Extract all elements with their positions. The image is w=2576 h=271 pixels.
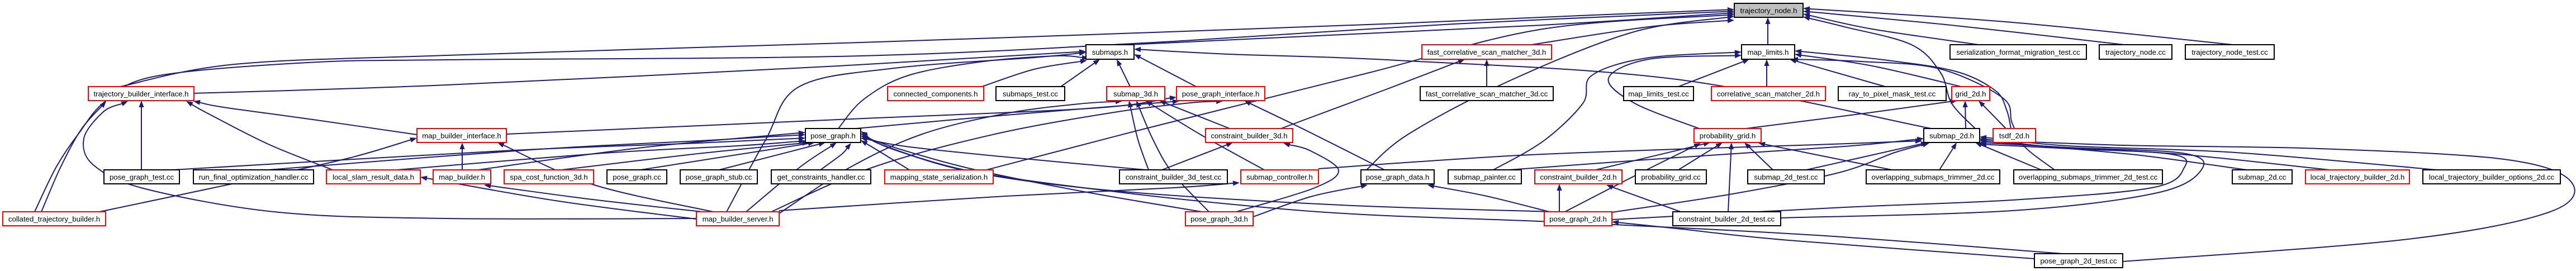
svg-text:map_limits_test.cc: map_limits_test.cc bbox=[1628, 89, 1689, 98]
svg-text:map_limits.h: map_limits.h bbox=[1747, 48, 1789, 56]
svg-text:pose_graph_data.h: pose_graph_data.h bbox=[1366, 173, 1430, 181]
svg-text:run_final_optimization_handler: run_final_optimization_handler.cc bbox=[199, 173, 309, 181]
svg-text:trajectory_node.cc: trajectory_node.cc bbox=[2105, 48, 2166, 56]
svg-text:constraint_builder_2d_test.cc: constraint_builder_2d_test.cc bbox=[1679, 215, 1775, 223]
svg-text:correlative_scan_matcher_2d.h: correlative_scan_matcher_2d.h bbox=[1717, 89, 1820, 98]
svg-text:pose_graph.h: pose_graph.h bbox=[810, 131, 856, 140]
svg-text:submaps_test.cc: submaps_test.cc bbox=[1003, 89, 1058, 98]
svg-text:serialization_format_migration: serialization_format_migration_test.cc bbox=[1956, 48, 2080, 56]
svg-text:pose_graph_2d_test.cc: pose_graph_2d_test.cc bbox=[2040, 256, 2117, 265]
svg-text:submaps.h: submaps.h bbox=[1092, 48, 1128, 56]
svg-text:pose_graph.cc: pose_graph.cc bbox=[613, 173, 661, 181]
svg-text:constraint_builder_2d.h: constraint_builder_2d.h bbox=[1540, 173, 1616, 181]
svg-text:submap_2d.cc: submap_2d.cc bbox=[2238, 173, 2286, 181]
svg-text:local_slam_result_data.h: local_slam_result_data.h bbox=[333, 173, 414, 181]
svg-text:collated_trajectory_builder.h: collated_trajectory_builder.h bbox=[8, 215, 100, 223]
svg-text:map_builder_server.h: map_builder_server.h bbox=[703, 215, 774, 223]
svg-text:trajectory_builder_interface.h: trajectory_builder_interface.h bbox=[93, 89, 188, 98]
svg-text:map_builder.h: map_builder.h bbox=[439, 173, 485, 181]
svg-text:trajectory_node.h: trajectory_node.h bbox=[1740, 6, 1797, 15]
svg-text:ray_to_pixel_mask_test.cc: ray_to_pixel_mask_test.cc bbox=[1849, 89, 1936, 98]
svg-text:constraint_builder_3d.h: constraint_builder_3d.h bbox=[1211, 131, 1287, 140]
svg-text:grid_2d.h: grid_2d.h bbox=[1956, 89, 1986, 98]
svg-text:pose_graph_stub.cc: pose_graph_stub.cc bbox=[686, 173, 752, 181]
svg-text:probability_grid.h: probability_grid.h bbox=[1700, 131, 1756, 140]
svg-text:fast_correlative_scan_matcher_: fast_correlative_scan_matcher_3d.cc bbox=[1426, 89, 1548, 98]
svg-text:submap_controller.h: submap_controller.h bbox=[1246, 173, 1313, 181]
svg-text:overlapping_submaps_trimmer_2d: overlapping_submaps_trimmer_2d_test.cc bbox=[2019, 173, 2158, 181]
svg-text:submap_2d_test.cc: submap_2d_test.cc bbox=[1754, 173, 1818, 181]
svg-text:constraint_builder_3d_test.cc: constraint_builder_3d_test.cc bbox=[1126, 173, 1222, 181]
svg-text:mapping_state_serialization.h: mapping_state_serialization.h bbox=[890, 173, 988, 181]
svg-text:connected_components.h: connected_components.h bbox=[893, 89, 978, 98]
svg-text:pose_graph_3d.h: pose_graph_3d.h bbox=[1190, 215, 1248, 223]
svg-text:pose_graph_2d.h: pose_graph_2d.h bbox=[1549, 215, 1607, 223]
svg-text:get_constraints_handler.cc: get_constraints_handler.cc bbox=[777, 173, 865, 181]
svg-text:pose_graph_test.cc: pose_graph_test.cc bbox=[110, 173, 174, 181]
svg-text:spa_cost_function_3d.h: spa_cost_function_3d.h bbox=[510, 173, 587, 181]
svg-text:fast_correlative_scan_matcher_: fast_correlative_scan_matcher_3d.h bbox=[1427, 48, 1546, 56]
svg-text:local_trajectory_builder_2d.h: local_trajectory_builder_2d.h bbox=[2311, 173, 2405, 181]
svg-text:overlapping_submaps_trimmer_2d: overlapping_submaps_trimmer_2d.cc bbox=[1872, 173, 1995, 181]
svg-text:tsdf_2d.h: tsdf_2d.h bbox=[1999, 131, 2029, 140]
svg-text:map_builder_interface.h: map_builder_interface.h bbox=[422, 131, 501, 140]
svg-text:submap_painter.cc: submap_painter.cc bbox=[1454, 173, 1516, 181]
svg-text:probability_grid.cc: probability_grid.cc bbox=[1641, 173, 1701, 181]
svg-text:trajectory_node_test.cc: trajectory_node_test.cc bbox=[2191, 48, 2268, 56]
svg-text:submap_2d.h: submap_2d.h bbox=[1929, 131, 1974, 140]
svg-text:local_trajectory_builder_optio: local_trajectory_builder_options_2d.cc bbox=[2429, 173, 2555, 181]
svg-text:submap_3d.h: submap_3d.h bbox=[1113, 89, 1158, 98]
svg-text:pose_graph_interface.h: pose_graph_interface.h bbox=[1182, 89, 1260, 98]
